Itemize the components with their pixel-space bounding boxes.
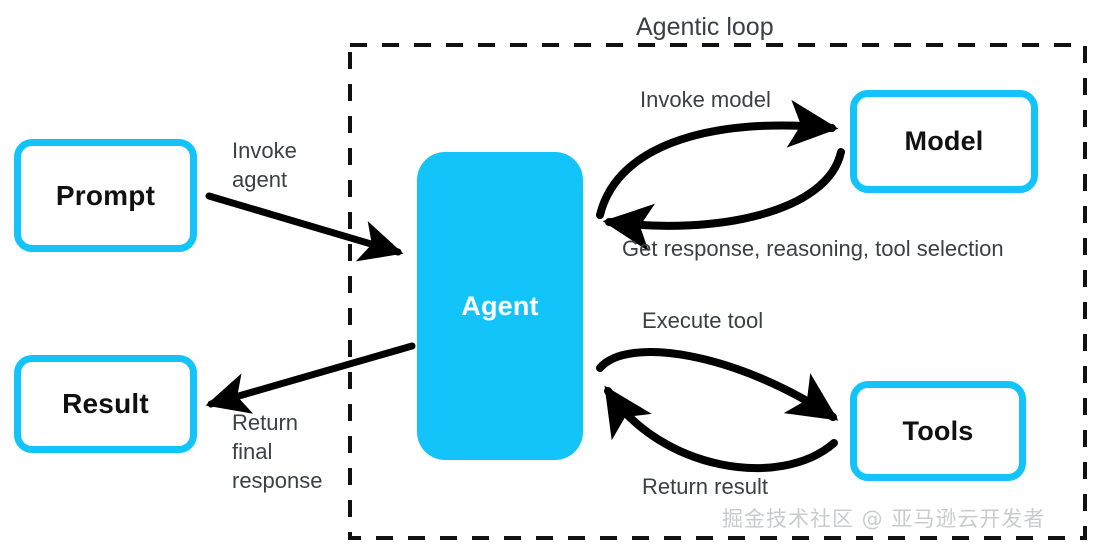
arrow-return-result bbox=[604, 385, 838, 473]
arrow-invoke-agent bbox=[205, 192, 404, 262]
edge-label-invoke-model: Invoke model bbox=[640, 87, 771, 112]
edge-label-execute-tool: Execute tool bbox=[642, 308, 764, 333]
agentic-loop-title: Agentic loop bbox=[636, 13, 774, 41]
arrow-get-response bbox=[602, 148, 845, 252]
arrow-return-final-response bbox=[205, 342, 416, 414]
node-tools[interactable]: Tools bbox=[850, 381, 1026, 481]
edge-label-get-response: Get response, reasoning, tool selection bbox=[622, 236, 1004, 261]
node-agent-label: Agent bbox=[461, 290, 539, 321]
node-tools-label: Tools bbox=[902, 415, 974, 446]
node-result[interactable]: Result bbox=[14, 355, 197, 453]
arrow-execute-tool bbox=[596, 348, 839, 421]
node-model-label: Model bbox=[904, 126, 984, 156]
edge-label-invoke-agent: Invoke agent bbox=[232, 138, 297, 193]
node-model[interactable]: Model bbox=[850, 90, 1038, 193]
watermark-text: 掘金技术社区 @ 亚马逊云开发者 bbox=[722, 507, 1046, 531]
edge-label-return-final-response: Return final response bbox=[232, 410, 323, 494]
node-prompt-label: Prompt bbox=[55, 179, 156, 211]
node-prompt[interactable]: Prompt bbox=[14, 139, 197, 252]
edge-label-return-result: Return result bbox=[642, 474, 768, 499]
node-result-label: Result bbox=[62, 388, 149, 419]
node-agent[interactable]: Agent bbox=[417, 152, 583, 460]
arrow-invoke-model bbox=[596, 99, 839, 219]
